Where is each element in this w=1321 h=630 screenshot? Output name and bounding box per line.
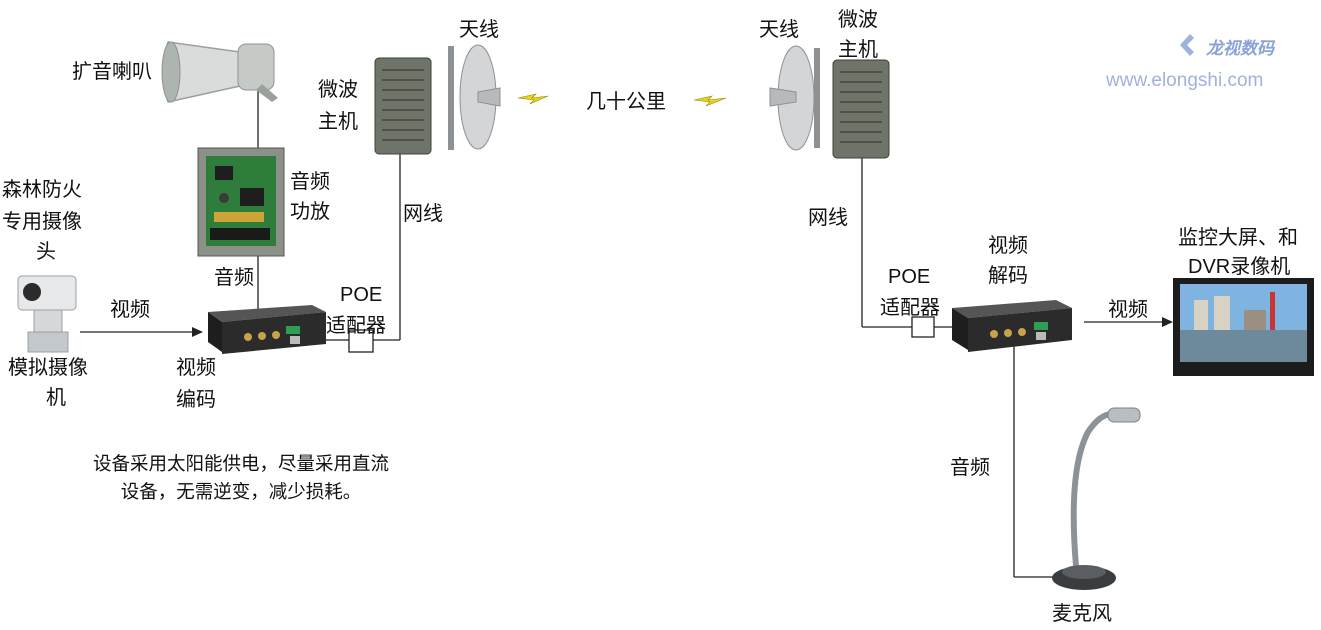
poe-left-label-2: 适配器 [326, 313, 386, 337]
lightning-icon-right [693, 95, 727, 107]
microwave-right-label-1: 微波 [838, 7, 878, 31]
microwave-left-label-1: 微波 [318, 77, 358, 101]
watermark-brand: 龙视数码 [1206, 39, 1274, 59]
audio-amplifier-board-icon [197, 147, 285, 257]
video-decoder-device-icon [952, 300, 1072, 352]
poe-left-label-1: POE [340, 284, 383, 306]
antenna-dish-right-icon [769, 45, 820, 151]
speaker-label: 扩音喇叭 [72, 59, 152, 83]
watermark-url: www.elongshi.com [1106, 70, 1264, 91]
microwave-host-left-icon [374, 57, 432, 155]
power-note-line-1: 设备采用太阳能供电，尽量采用直流 [92, 454, 389, 475]
decoder-label-1: 视频 [988, 233, 1028, 257]
microphone-icon [1052, 407, 1141, 590]
net-cable-right-label: 网线 [808, 205, 848, 229]
amplifier-label-2: 功放 [290, 199, 330, 223]
analog-camera-label-1: 模拟摄像 [8, 355, 88, 379]
monitor-screen-icon [1173, 278, 1314, 376]
lightning-icon-left [517, 93, 549, 105]
power-note: 设备采用太阳能供电，尽量采用直流 设备，无需逆变，减少损耗。 [46, 451, 436, 507]
video-left-label: 视频 [110, 297, 150, 321]
video-left-arrowhead [192, 327, 203, 337]
poe-right-label-2: 适配器 [880, 295, 940, 319]
microwave-host-right-icon [832, 59, 890, 159]
distance-label: 几十公里 [586, 89, 666, 113]
video-encoder-device-icon [208, 305, 326, 354]
poe-right-label-1: POE [888, 266, 931, 288]
amplifier-label-1: 音频 [290, 169, 330, 193]
net-cable-left-label: 网线 [403, 201, 443, 225]
analog-camera-icon [17, 275, 77, 353]
antenna-left-label: 天线 [459, 17, 499, 41]
audio-right-label: 音频 [950, 455, 990, 479]
poe-adapter-right [911, 316, 935, 338]
encoder-label-1: 视频 [176, 355, 216, 379]
speaker-horn-icon [161, 41, 278, 103]
video-right-label: 视频 [1108, 297, 1148, 321]
encoder-label-2: 编码 [176, 387, 216, 411]
microwave-right-label-2: 主机 [838, 37, 878, 61]
decoder-label-2: 解码 [988, 263, 1028, 287]
poe-adapter-left [348, 329, 374, 353]
antenna-right-label: 天线 [759, 17, 799, 41]
analog-camera-label-2: 机 [46, 385, 66, 409]
brand-logo-icon [1180, 34, 1194, 56]
monitor-label-1: 监控大屏、和 [1178, 225, 1298, 249]
forest-camera-label-3: 头 [36, 239, 56, 263]
video-right-arrowhead [1162, 317, 1173, 327]
antenna-dish-left-icon [448, 44, 501, 150]
monitor-label-2: DVR录像机 [1188, 256, 1291, 278]
microwave-left-label-2: 主机 [318, 109, 358, 133]
audio-left-label: 音频 [214, 265, 254, 289]
forest-camera-label-1: 森林防火 [2, 177, 82, 201]
forest-camera-label-2: 专用摄像 [2, 209, 82, 233]
microphone-label: 麦克风 [1052, 601, 1112, 625]
power-note-line-2: 设备，无需逆变，减少损耗。 [120, 482, 362, 503]
